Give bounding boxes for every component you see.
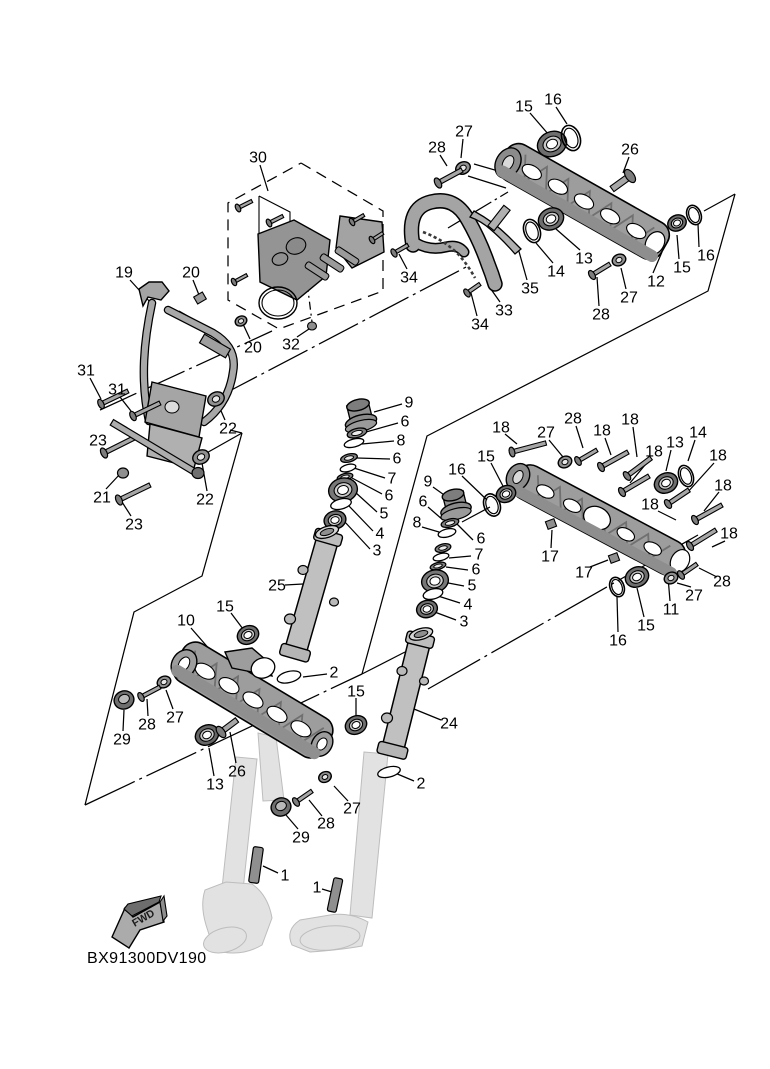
svg-text:6: 6 (419, 494, 428, 511)
svg-text:5: 5 (380, 506, 389, 523)
svg-text:15: 15 (673, 260, 691, 277)
svg-text:27: 27 (166, 710, 184, 727)
svg-text:22: 22 (219, 421, 237, 438)
svg-text:25: 25 (268, 578, 286, 595)
svg-text:2: 2 (330, 665, 339, 682)
svg-text:31: 31 (108, 382, 126, 399)
svg-text:32: 32 (282, 337, 300, 354)
svg-text:4: 4 (376, 526, 385, 543)
svg-text:8: 8 (413, 515, 422, 532)
svg-text:15: 15 (347, 684, 365, 701)
svg-text:15: 15 (477, 449, 495, 466)
svg-text:34: 34 (400, 270, 418, 287)
svg-text:27: 27 (455, 124, 473, 141)
svg-text:20: 20 (182, 265, 200, 282)
svg-text:3: 3 (373, 543, 382, 560)
svg-text:14: 14 (689, 425, 707, 442)
svg-text:16: 16 (697, 248, 715, 265)
svg-text:18: 18 (621, 412, 639, 429)
svg-text:28: 28 (592, 307, 610, 324)
svg-text:8: 8 (397, 433, 406, 450)
svg-text:23: 23 (89, 433, 107, 450)
svg-text:1: 1 (281, 868, 290, 885)
svg-text:24: 24 (440, 716, 458, 733)
svg-text:16: 16 (609, 633, 627, 650)
svg-text:5: 5 (468, 578, 477, 595)
svg-text:29: 29 (292, 830, 310, 847)
svg-text:35: 35 (521, 281, 539, 298)
svg-text:28: 28 (428, 140, 446, 157)
svg-text:18: 18 (714, 478, 732, 495)
svg-text:27: 27 (537, 425, 555, 442)
svg-text:15: 15 (216, 599, 234, 616)
svg-text:7: 7 (475, 547, 484, 564)
svg-text:10: 10 (177, 613, 195, 630)
svg-text:21: 21 (93, 490, 111, 507)
svg-text:BX91300DV190: BX91300DV190 (87, 950, 207, 967)
svg-text:30: 30 (249, 150, 267, 167)
svg-text:18: 18 (641, 497, 659, 514)
svg-text:28: 28 (564, 411, 582, 428)
svg-text:31: 31 (77, 363, 95, 380)
svg-text:16: 16 (448, 462, 466, 479)
svg-text:23: 23 (125, 517, 143, 534)
svg-text:15: 15 (515, 99, 533, 116)
svg-text:13: 13 (206, 777, 224, 794)
svg-text:22: 22 (196, 492, 214, 509)
svg-text:26: 26 (228, 764, 246, 781)
svg-text:4: 4 (464, 597, 473, 614)
svg-text:19: 19 (115, 265, 133, 282)
svg-text:11: 11 (663, 602, 680, 619)
svg-text:27: 27 (685, 588, 703, 605)
svg-text:26: 26 (621, 142, 639, 159)
svg-text:18: 18 (720, 526, 738, 543)
svg-text:9: 9 (424, 474, 433, 491)
svg-text:12: 12 (647, 274, 665, 291)
svg-text:18: 18 (492, 420, 510, 437)
svg-text:6: 6 (477, 531, 486, 548)
svg-text:28: 28 (713, 574, 731, 591)
svg-text:29: 29 (113, 732, 131, 749)
svg-text:18: 18 (645, 444, 663, 461)
svg-text:20: 20 (244, 340, 262, 357)
svg-text:1: 1 (313, 880, 322, 897)
svg-text:27: 27 (620, 290, 638, 307)
svg-text:16: 16 (544, 92, 562, 109)
svg-text:2: 2 (417, 776, 426, 793)
svg-text:13: 13 (666, 435, 684, 452)
svg-text:13: 13 (575, 251, 593, 268)
svg-text:3: 3 (460, 614, 469, 631)
svg-text:15: 15 (637, 618, 655, 635)
svg-text:6: 6 (472, 562, 481, 579)
svg-text:9: 9 (405, 395, 414, 412)
svg-text:17: 17 (575, 565, 593, 582)
svg-text:18: 18 (593, 423, 611, 440)
svg-text:33: 33 (495, 303, 513, 320)
svg-text:27: 27 (343, 801, 361, 818)
svg-text:6: 6 (385, 488, 394, 505)
svg-text:17: 17 (541, 549, 559, 566)
svg-text:14: 14 (547, 264, 565, 281)
svg-text:28: 28 (138, 717, 156, 734)
svg-text:18: 18 (709, 448, 727, 465)
svg-text:7: 7 (388, 471, 397, 488)
svg-text:34: 34 (471, 317, 489, 334)
svg-text:6: 6 (393, 451, 402, 468)
svg-text:28: 28 (317, 816, 335, 833)
svg-text:6: 6 (401, 414, 410, 431)
